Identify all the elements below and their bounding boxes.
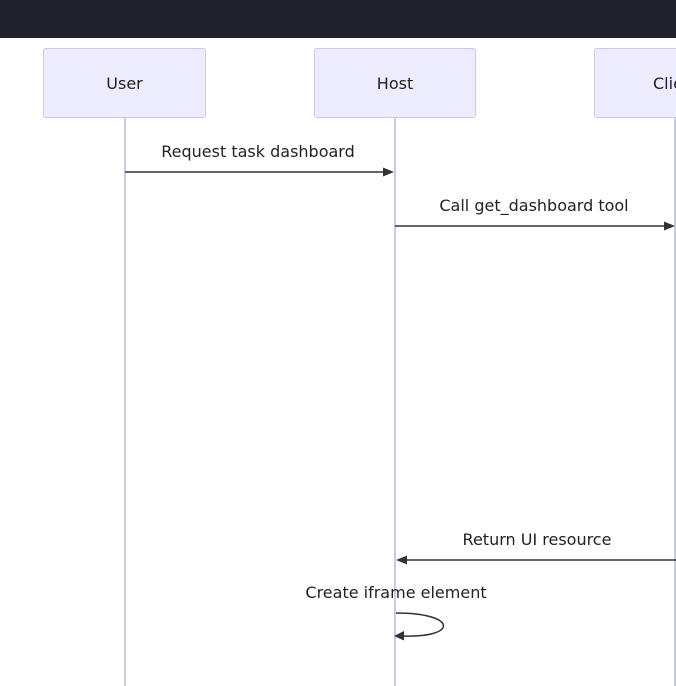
actor-client-label: Client	[653, 73, 676, 93]
arrowhead-call-tool	[664, 221, 675, 231]
actor-host: Host	[314, 48, 476, 118]
actor-user-label: User	[106, 73, 143, 93]
lifeline-user	[124, 118, 126, 686]
top-bar	[0, 0, 676, 38]
actor-host-label: Host	[376, 73, 414, 93]
lifeline-host	[394, 118, 396, 686]
arrowhead-return-ui	[396, 555, 407, 565]
message-label-call-tool: Call get_dashboard tool	[439, 196, 629, 215]
lifeline-client	[674, 118, 676, 686]
message-arrow-self-iframe	[395, 612, 445, 637]
actor-client: Client	[594, 48, 676, 118]
message-label-return-ui: Return UI resource	[462, 530, 612, 549]
message-label-self-iframe: Create iframe element	[305, 583, 487, 602]
arrowhead-self-iframe	[394, 631, 404, 641]
message-label-request-dashboard: Request task dashboard	[161, 142, 355, 161]
arrowhead-request-dashboard	[383, 167, 394, 177]
actor-user: User	[43, 48, 206, 118]
